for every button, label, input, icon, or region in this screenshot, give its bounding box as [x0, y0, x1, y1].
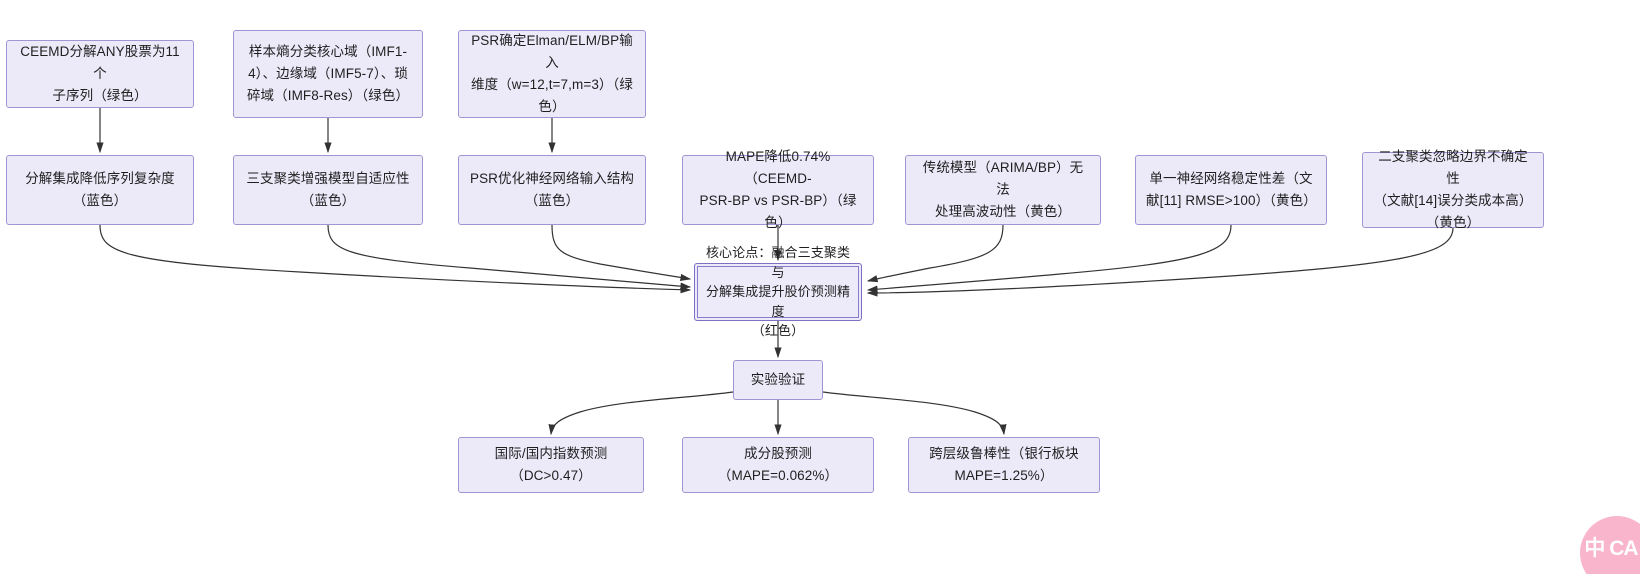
node-label: MAPE降低0.74%（CEEMD- PSR-BP vs PSR-BP）（绿 色… — [699, 149, 857, 230]
node-label: PSR优化神经网络输入结构 （蓝色） — [469, 171, 635, 208]
edge-n9-core — [866, 224, 1232, 293]
node-traditional-models-limitation[interactable]: 传统模型（ARIMA/BP）无法 处理高波动性（黄色） — [905, 155, 1101, 225]
node-label: 成分股预测 （MAPE=0.062%） — [717, 446, 839, 483]
watermark-text: 中 CA — [1584, 537, 1638, 561]
node-label: 传统模型（ARIMA/BP）无法 处理高波动性（黄色） — [922, 160, 1084, 219]
node-label: 单一神经网络稳定性差（文 献[11] RMSE>100）（黄色） — [1146, 171, 1317, 208]
node-single-nn-instability[interactable]: 单一神经网络稳定性差（文 献[11] RMSE>100）（黄色） — [1135, 155, 1327, 225]
node-label: 核心论点：融合三支聚类与 分解集成提升股价预测精度 （红色） — [705, 245, 851, 339]
edge-n4-core — [99, 224, 692, 294]
node-two-way-clustering-limitation[interactable]: 二支聚类忽略边界不确定性 （文献[14]误分类成本高） （黄色） — [1362, 149, 1544, 230]
node-constituent-stock-forecasting[interactable]: 成分股预测 （MAPE=0.062%） — [682, 437, 874, 493]
node-decomposition-reduces-complexity[interactable]: 分解集成降低序列复杂度 （蓝色） — [6, 155, 194, 225]
node-label: 样本熵分类核心域（IMF1- 4）、边缘域（IMF5-7）、琐 碎域（IMF8-… — [246, 44, 410, 103]
edge-n11-n12 — [548, 391, 734, 436]
edge-n10-core — [866, 227, 1454, 297]
node-cross-level-robustness[interactable]: 跨层级鲁棒性（银行板块 MAPE=1.25%） — [908, 437, 1100, 493]
node-psr-input-dimension[interactable]: PSR确定Elman/ELM/BP输入 维度（w=12,t=7,m=3）（绿 色… — [458, 30, 646, 118]
node-label: 二支聚类忽略边界不确定性 （文献[14]误分类成本高） （黄色） — [1373, 149, 1533, 230]
node-label: 跨层级鲁棒性（银行板块 MAPE=1.25%） — [929, 446, 1079, 483]
node-sample-entropy-classification[interactable]: 样本熵分类核心域（IMF1- 4）、边缘域（IMF5-7）、琐 碎域（IMF8-… — [233, 30, 423, 118]
node-label: 三支聚类增强模型自适应性 （蓝色） — [246, 171, 410, 208]
node-three-way-clustering-adaptivity[interactable]: 三支聚类增强模型自适应性 （蓝色） — [233, 155, 423, 225]
node-label: 分解集成降低序列复杂度 （蓝色） — [25, 171, 175, 208]
node-psr-optimizes-nn-input[interactable]: PSR优化神经网络输入结构 （蓝色） — [458, 155, 646, 225]
node-label: 实验验证 — [750, 372, 806, 388]
node-index-forecasting[interactable]: 国际/国内指数预测 （DC>0.47） — [458, 437, 644, 493]
watermark-badge: 中 CA — [1580, 516, 1640, 574]
edge-n8-core — [866, 224, 1004, 283]
node-ceemd-decomposition[interactable]: CEEMD分解ANY股票为11个 子序列（绿色） — [6, 40, 194, 108]
edge-n5-core — [327, 224, 692, 290]
edge-n6-core — [551, 224, 692, 281]
node-mape-reduction[interactable]: MAPE降低0.74%（CEEMD- PSR-BP vs PSR-BP）（绿 色… — [682, 149, 874, 230]
node-label: 国际/国内指数预测 （DC>0.47） — [494, 446, 608, 483]
edge-n11-n14 — [822, 391, 1007, 436]
node-label: CEEMD分解ANY股票为11个 子序列（绿色） — [20, 44, 180, 103]
node-core-thesis[interactable]: 核心论点：融合三支聚类与 分解集成提升股价预测精度 （红色） — [694, 245, 862, 338]
node-label: PSR确定Elman/ELM/BP输入 维度（w=12,t=7,m=3）（绿 色… — [471, 33, 633, 114]
node-experimental-validation[interactable]: 实验验证 — [733, 360, 823, 400]
